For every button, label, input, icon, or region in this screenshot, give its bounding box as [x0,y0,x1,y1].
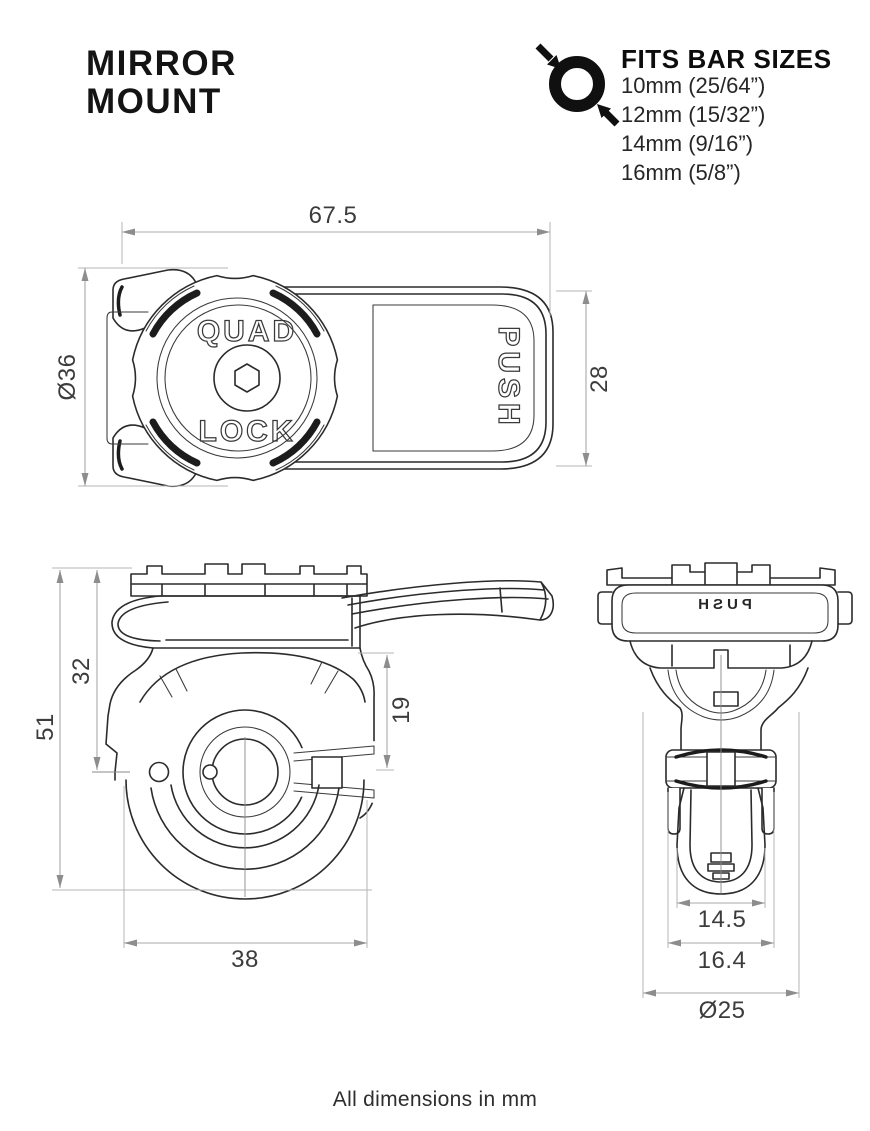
head-face-ring-inner [164,304,312,452]
dim-label-lever-width: 28 [586,365,613,393]
top-view: QUAD LOCK PUSH [106,268,554,488]
side-view-dimensions [642,712,800,998]
quad-logo-bottom: LOCK [199,415,296,448]
title-line-2: MOUNT [86,82,222,121]
lever-outline [281,286,554,470]
head-slot-outlines [145,285,325,471]
head-slots [149,289,321,467]
front-cap [130,563,368,597]
clamp-tab-bottom-left [112,424,203,488]
front-view [92,563,555,900]
bar-size-item: 16mm (5/8”) [621,160,741,185]
side-center-tab [713,691,739,707]
bar-clamp-icon [535,43,620,127]
dimensions-note: All dimensions in mm [332,1088,538,1111]
fits-bar-sizes-list: 10mm (25/64”) 12mm (15/32”) 14mm (9/16”)… [621,71,765,187]
dim-label-body-width: 38 [231,946,259,973]
bar-clamp-icon-ring [549,56,605,112]
bar-size-item: 10mm (25/64”) [621,73,766,98]
dim-label-clamp-inner: 14.5 [697,906,747,933]
lever-blade [341,579,555,629]
quad-logo-top: QUAD [197,315,297,348]
clamp-tab-top-left [112,268,203,332]
lever-panel [372,304,535,452]
clamp-bracket [106,311,149,445]
dim-label-head-diameter: Ø36 [54,353,81,401]
bar-clamp-icon-arrow-br-tail [602,109,620,127]
dim-label-lever-to-bar: 19 [388,696,415,724]
pivot-bolt [148,761,170,783]
front-body-outline [105,647,375,819]
clamp-slot-block [311,756,343,789]
side-cap-top-plate [606,562,836,586]
key-notch [202,764,218,780]
front-view-extension-lines [52,567,394,948]
page-title: MIRROR MOUNT [86,45,237,121]
hex-bolt [234,363,260,393]
dim-label-bar-diameter: Ø25 [698,997,746,1024]
side-cap-body [611,584,839,642]
front-view-dimensions [52,567,394,948]
dim-label-top-width: 67.5 [308,202,358,229]
dim-label-top-to-bar: 32 [68,657,95,685]
dim-label-overall-height: 51 [32,713,59,741]
side-bolt-detail [707,852,735,880]
push-label-lever: PUSH [492,326,525,429]
center-boss [213,344,281,412]
side-view-extension-lines [642,712,800,998]
fits-bar-sizes-heading: FITS BAR SIZES [621,44,832,74]
front-shoulder-facets [159,661,339,698]
bar-size-item: 12mm (15/32”) [621,102,766,127]
top-view-extension-lines [78,222,592,487]
clamp-tab-accents [116,285,124,471]
dim-label-clamp-outer: 16.4 [697,947,747,974]
head-face-ring-outer [156,297,318,459]
side-collar [629,640,813,669]
front-centerlines [92,737,246,897]
side-cap-wings [597,591,853,625]
bar-clamp-icon-arrow-tl-tail [535,43,554,62]
bar-clamp-icon-arrow-br-head [597,104,611,118]
top-view-dimensions [78,222,592,487]
title-line-1: MIRROR [86,44,237,83]
lever-housing [111,595,361,649]
side-view: PUSH [597,562,853,895]
bar-clamp-icon-arrow-tl-head [547,55,561,69]
bar-size-item: 14mm (9/16”) [621,131,754,156]
push-label-mirrored: PUSH [694,596,752,613]
side-cap-inner [621,592,829,634]
side-neck [649,667,809,753]
